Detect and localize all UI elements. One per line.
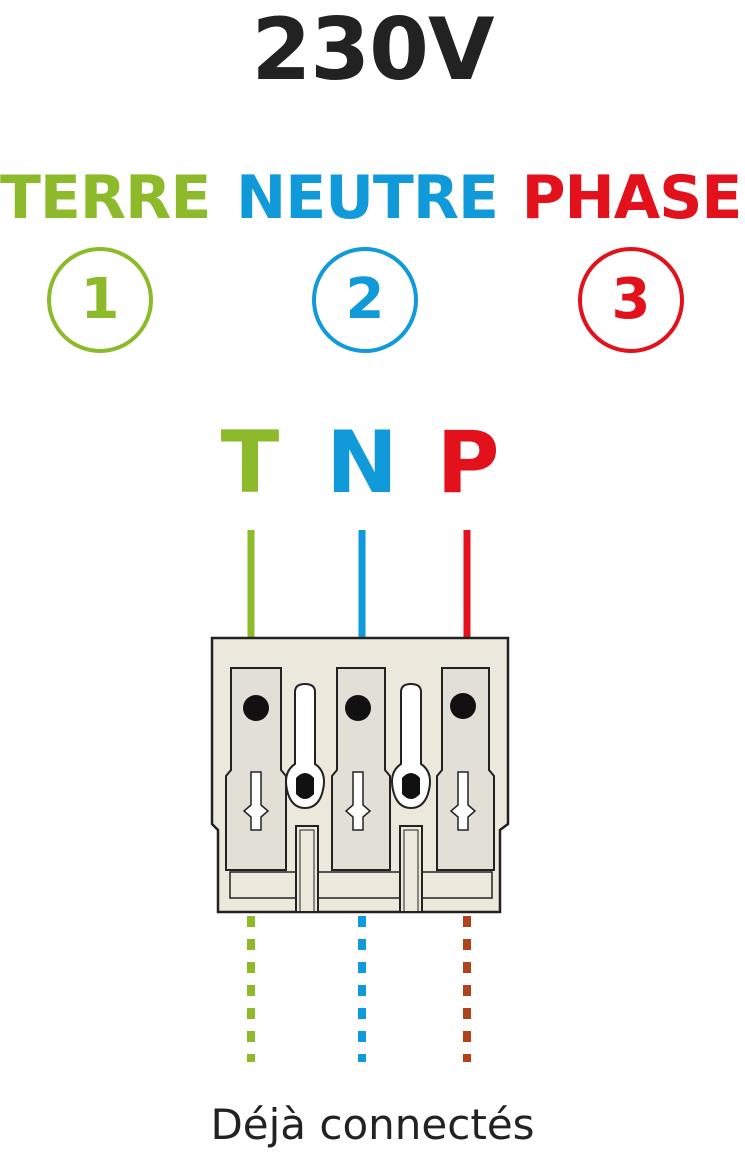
wire-name-neutre: NEUTRE bbox=[236, 163, 499, 233]
terminal-screw-hole-2 bbox=[345, 695, 371, 721]
terminal-2 bbox=[331, 667, 391, 871]
terminal-slot-3 bbox=[449, 771, 477, 831]
terminal-screw-hole-1 bbox=[243, 695, 269, 721]
terminal-clamp-1 bbox=[225, 667, 287, 871]
wire-letter-p: P bbox=[436, 413, 500, 513]
release-lever-2 bbox=[391, 682, 431, 913]
terminal-1 bbox=[225, 667, 287, 871]
voltage-title: 230V bbox=[251, 0, 494, 100]
release-lever-1 bbox=[285, 682, 325, 913]
terminal-block-base bbox=[229, 871, 493, 899]
terminal-block bbox=[210, 636, 510, 914]
terminal-slot-1 bbox=[242, 771, 270, 831]
wire-number-circle-1: 1 bbox=[47, 247, 153, 353]
caption-already-connected: Déjà connectés bbox=[210, 1100, 535, 1149]
terminal-clamp-3 bbox=[436, 667, 495, 871]
wire-name-phase: PHASE bbox=[521, 163, 743, 233]
wire-number-circle-2: 2 bbox=[312, 247, 418, 353]
wire-letter-n: N bbox=[326, 413, 398, 513]
terminal-slot-2 bbox=[344, 771, 372, 831]
wire-number-circle-3: 3 bbox=[578, 247, 684, 353]
terminal-clamp-2 bbox=[331, 667, 391, 871]
terminal-3 bbox=[436, 667, 495, 871]
wire-letter-t: T bbox=[220, 413, 280, 513]
terminal-screw-hole-3 bbox=[450, 693, 476, 719]
wire-name-terre: TERRE bbox=[0, 163, 211, 233]
